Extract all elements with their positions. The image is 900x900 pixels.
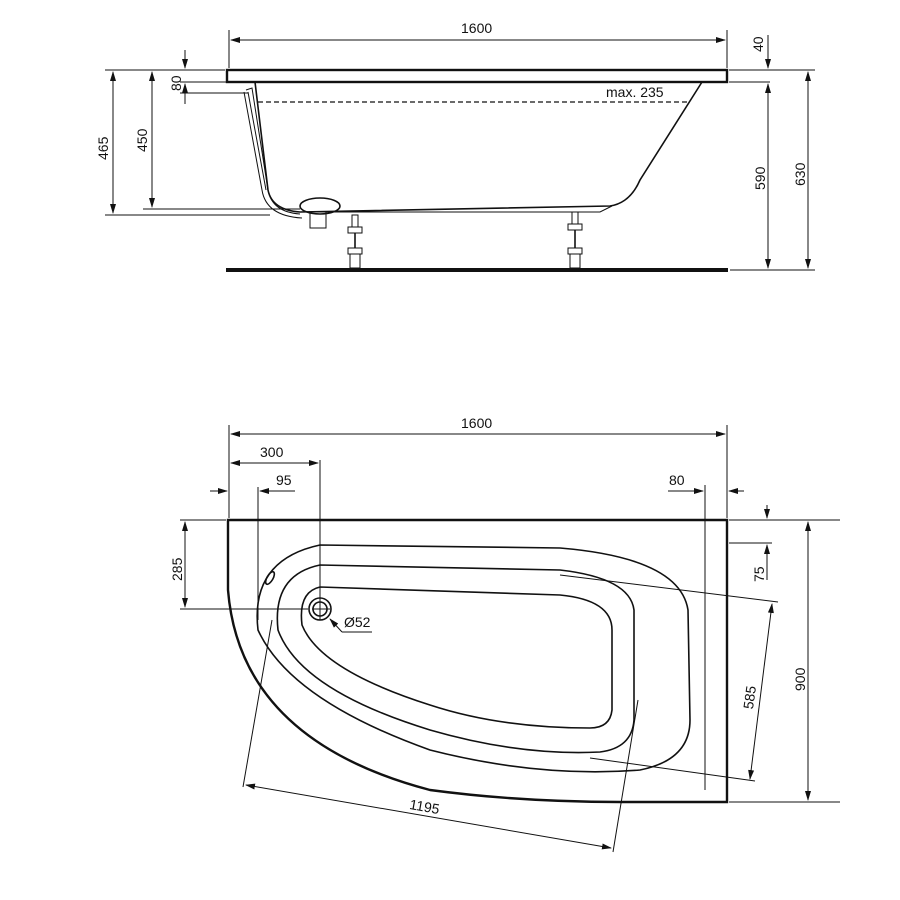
dim-edge-offset-right: 80: [669, 472, 685, 488]
dim-side-overall-length: 1600: [461, 20, 493, 36]
dim-inner-width: 585: [740, 684, 760, 711]
tub-floor: [300, 586, 613, 729]
dim-overall-width: 900: [792, 667, 808, 691]
overflow-pipe: [243, 87, 303, 219]
side-view: [105, 30, 815, 272]
dim-total-height: 630: [792, 162, 808, 186]
dim-max-water: max. 235: [606, 84, 664, 100]
dim-rim-top-offset: 75: [751, 566, 767, 582]
dim-waste-diameter: Ø52: [344, 614, 371, 630]
dim-plan-overall-length: 1600: [461, 415, 493, 431]
overflow-slot: [264, 570, 276, 586]
tub-rim-inner: [256, 544, 691, 773]
leg-right: [567, 211, 583, 269]
dim-side-overflow-depth: 80: [168, 75, 184, 91]
dim-height-outlet-a: 465: [95, 136, 111, 160]
dim-height-outlet-b: 450: [134, 128, 150, 152]
dim-inner-depth: 590: [752, 166, 768, 190]
plan-view: [180, 425, 840, 853]
waste-trap: [299, 197, 341, 215]
dim-waste-offset: 300: [260, 444, 284, 460]
dim-edge-offset-left: 95: [276, 472, 292, 488]
dim-waste-from-top: 285: [169, 557, 185, 581]
tub-rim: [225, 68, 729, 84]
tub-basin: [276, 564, 635, 754]
leg-left: [347, 214, 363, 269]
dim-side-rim-thickness: 40: [750, 36, 766, 52]
